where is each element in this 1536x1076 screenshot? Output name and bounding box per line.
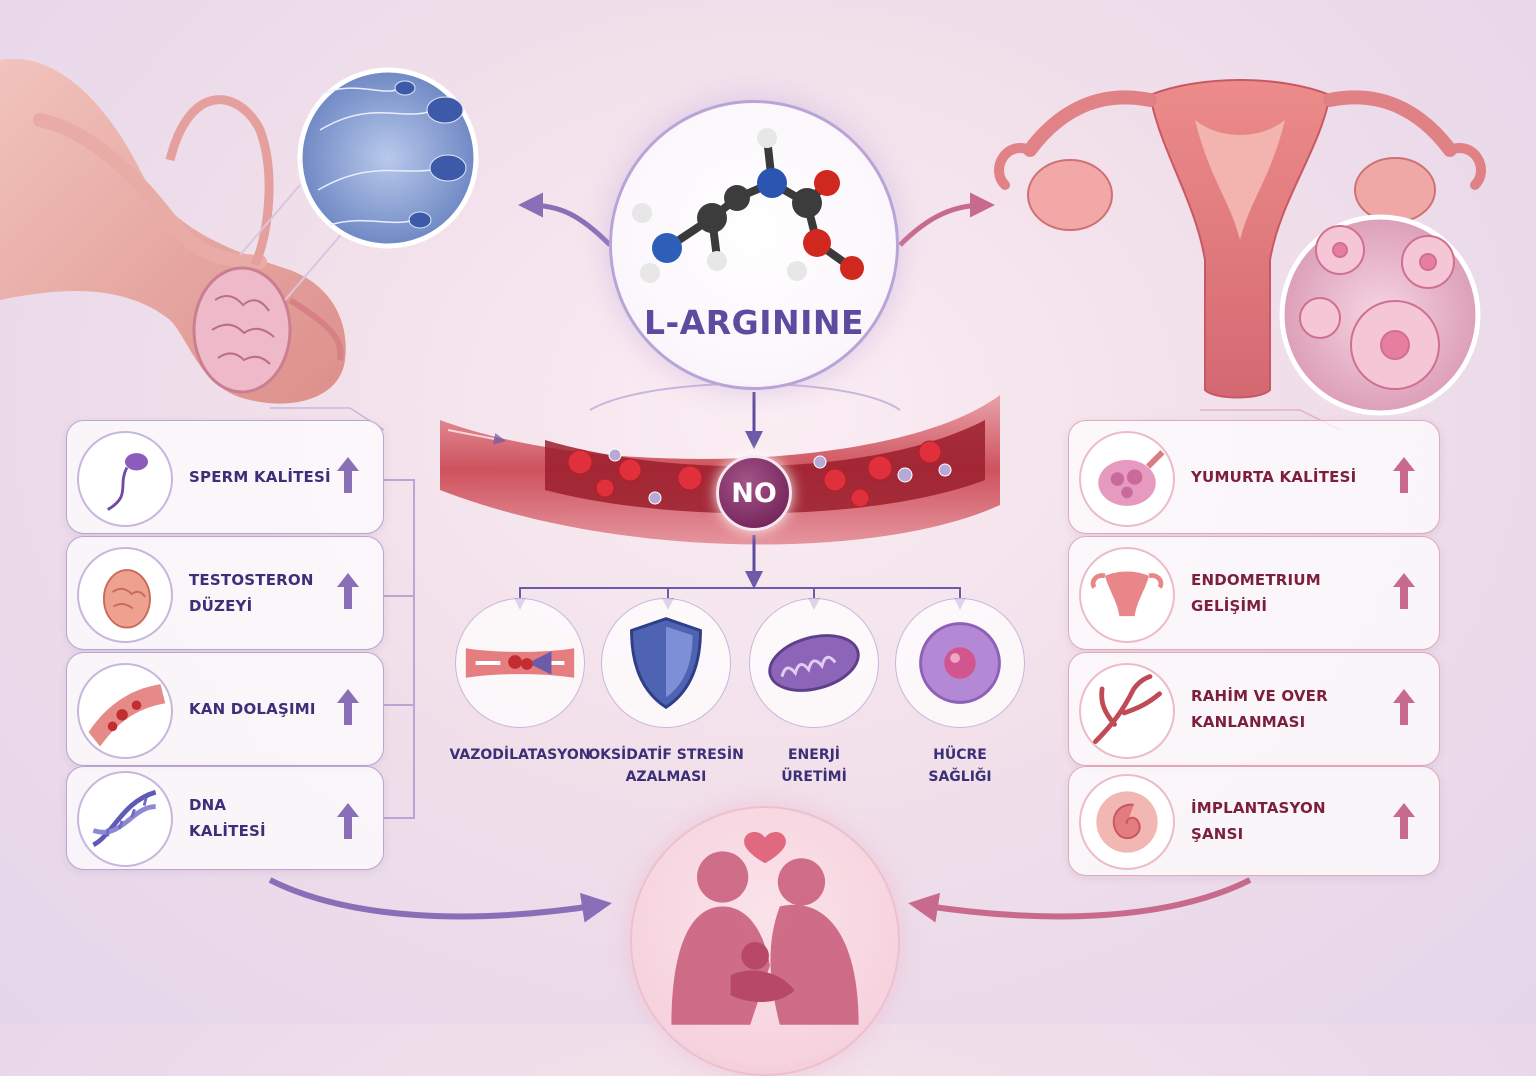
vessel-branch-icon <box>1079 663 1175 759</box>
male-benefit-label: SPERM KALİTESİ <box>189 468 331 486</box>
l-arginine-node: L-ARGININE <box>609 100 899 390</box>
cell-icon <box>895 598 1025 728</box>
infographic: L-ARGININE NO SPERM KALİTESİ TESTOSTERON… <box>0 58 1486 1076</box>
female-reproductive-illustration <box>994 79 1486 399</box>
l-arginine-title: L-ARGININE <box>643 303 865 342</box>
illustration-layer <box>0 58 1486 923</box>
sperm-icon <box>77 431 173 527</box>
sperm-cells <box>394 80 467 229</box>
embryo-icon <box>1079 774 1175 870</box>
increase-arrow-icon <box>337 573 359 609</box>
vasodilation-icon <box>455 598 585 728</box>
increase-arrow-icon <box>337 457 359 493</box>
male-benefit-label: KAN DOLAŞIMI <box>189 700 316 718</box>
increase-arrow-icon <box>337 689 359 725</box>
increase-arrow-icon <box>337 803 359 839</box>
shield-icon <box>601 598 731 728</box>
female-benefit-label: YUMURTA KALİTESİ <box>1191 468 1357 486</box>
dna-icon <box>77 771 173 867</box>
testis-icon <box>77 547 173 643</box>
increase-arrow-icon <box>1393 457 1415 493</box>
nitric-oxide-badge: NO <box>716 455 792 531</box>
molecule-icon <box>632 128 864 283</box>
female-benefit-egg-quality: YUMURTA KALİTESİ <box>1068 420 1440 534</box>
ovary-icon <box>1079 431 1175 527</box>
uterus-icon <box>1079 547 1175 643</box>
increase-arrow-icon <box>1393 803 1415 839</box>
increase-arrow-icon <box>1393 573 1415 609</box>
blood-vessel-icon <box>77 663 173 759</box>
follicle-cells <box>1299 225 1455 390</box>
male-benefit-blood-flow: KAN DOLAŞIMI <box>66 652 384 766</box>
heart-icon <box>744 831 786 864</box>
family-silhouette <box>630 806 900 1076</box>
blood-vessel-illustration <box>440 395 1000 545</box>
male-benefit-sperm: SPERM KALİTESİ <box>66 420 384 534</box>
increase-arrow-icon <box>1393 689 1415 725</box>
effect-label-vasodilation: VAZODİLATASYON <box>449 747 591 763</box>
mitochondria-icon <box>749 598 879 728</box>
male-reproductive-illustration <box>0 58 346 404</box>
